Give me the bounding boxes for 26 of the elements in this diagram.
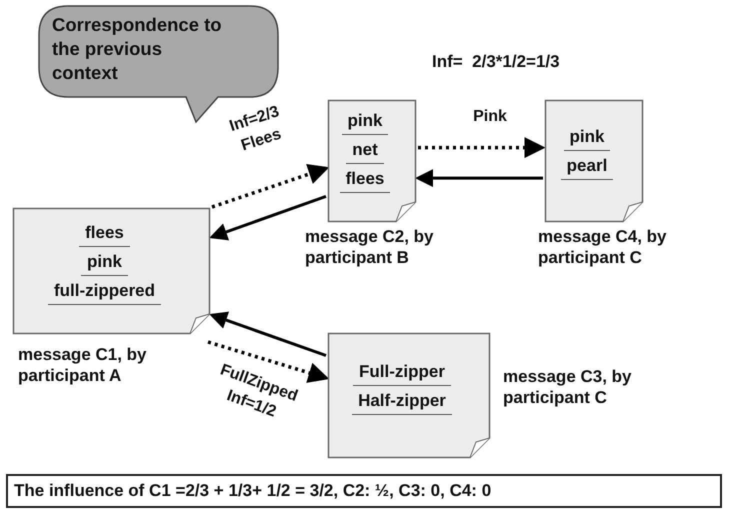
word-entry: flees [79,222,130,247]
word-entry: pink [81,251,128,276]
word-entry: full-zippered [48,280,162,305]
message-document [13,208,210,334]
message-caption: message C3, by participant C [503,366,633,408]
message-document [328,333,490,458]
word-entry: pink [342,110,388,135]
message-caption: message C2, by participant B [305,226,435,268]
formula-note: Inf= 2/3*1/2=1/3 [432,52,560,72]
word-entry: Full-zipper [353,361,451,386]
word-entry: flees [340,168,390,193]
arrow [209,312,326,357]
dotted-arrow [208,340,330,383]
message-caption: message C1, by participant A [18,344,148,386]
word-entry: pink [564,126,610,151]
dotted-arrow [418,137,546,158]
word-entry: pearl [560,155,614,180]
word-entry: net [346,139,384,164]
summary-box: The influence of C1 =2/3 + 1/3+ 1/2 = 3/2, C2: ½, C3: 0, C4: 0 [6,474,722,508]
message-document [545,100,643,222]
dotted-arrow [211,164,330,209]
arrow [209,194,326,240]
arrow [415,169,543,188]
message-caption: message C4, by participant C [538,226,668,268]
message-document [328,100,416,222]
word-entry: Half-zipper [352,390,452,415]
